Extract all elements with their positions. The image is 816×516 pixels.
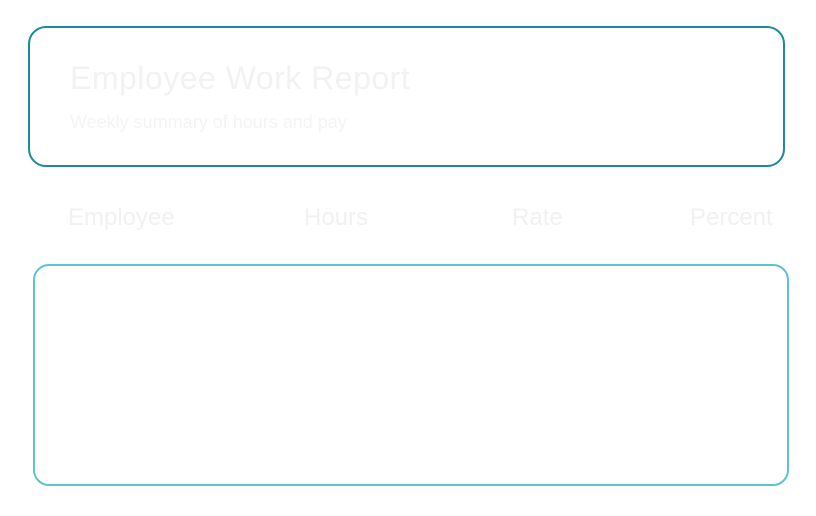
column-header-employee[interactable]: Employee [68,204,175,231]
page-subtitle: Weekly summary of hours and pay [70,112,347,132]
table-row[interactable] [35,358,787,388]
report-header-card: Employee Work Report Weekly summary of h… [28,26,785,167]
table-column-headers: Employee Hours Rate Percent [0,204,816,236]
table-row[interactable] [35,284,787,314]
column-header-percent[interactable]: Percent [690,204,773,231]
table-body-card [33,264,789,486]
column-header-rate[interactable]: Rate [512,204,563,231]
page-title: Employee Work Report [70,60,411,96]
table-row[interactable] [35,432,787,462]
column-header-hours[interactable]: Hours [304,204,369,231]
